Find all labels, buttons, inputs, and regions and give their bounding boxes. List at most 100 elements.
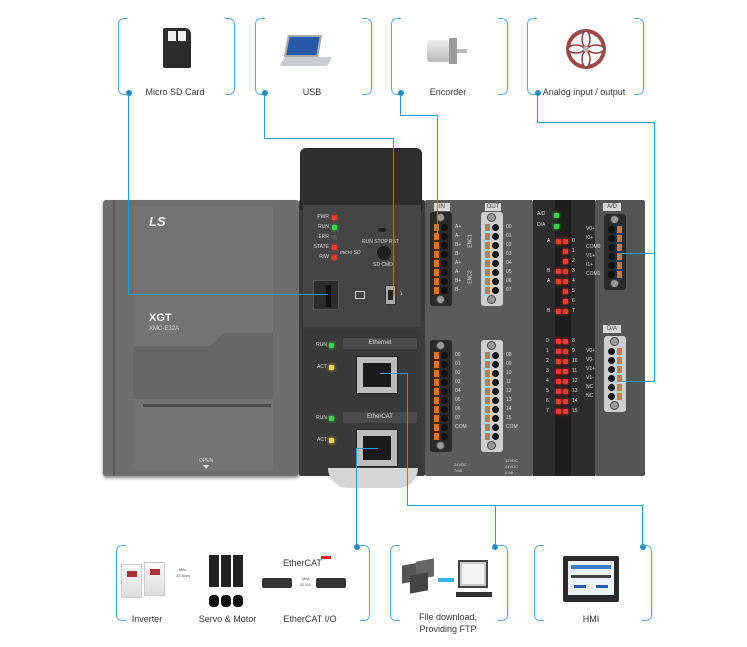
terminal-hole	[441, 370, 448, 377]
terminal-pin[interactable]	[434, 414, 448, 423]
bracket-left	[391, 18, 401, 95]
encoder-led-number: 0	[572, 238, 575, 244]
terminal-pin[interactable]	[608, 234, 622, 243]
terminal-label: 02	[455, 370, 461, 376]
da-terminal	[604, 336, 626, 412]
terminal-pin[interactable]	[434, 286, 448, 295]
terminal-pin[interactable]	[485, 360, 499, 369]
terminal-pin[interactable]	[485, 432, 499, 441]
terminal-lever	[485, 370, 490, 377]
peripheral-label: Servo & Motor	[198, 614, 257, 624]
bracket-left	[255, 18, 265, 95]
terminal-pin[interactable]	[434, 223, 448, 232]
terminal-hole	[492, 251, 499, 258]
terminal-pin[interactable]	[608, 270, 622, 279]
terminal-label: 10	[506, 370, 512, 376]
terminal-pin[interactable]	[434, 360, 448, 369]
terminal-hole	[441, 251, 448, 258]
ethernet-port[interactable]	[356, 356, 398, 394]
terminal-pin[interactable]	[608, 365, 622, 374]
terminal-pin[interactable]	[434, 250, 448, 259]
encoder-led	[563, 309, 568, 314]
terminal-pin[interactable]	[485, 369, 499, 378]
terminal-label: 07	[455, 415, 461, 421]
terminal-pin[interactable]	[434, 432, 448, 441]
terminal-pin[interactable]	[434, 423, 448, 432]
network-led	[329, 343, 334, 348]
terminal-pin[interactable]	[434, 387, 448, 396]
encoder-led	[556, 269, 561, 274]
run-stop-switch[interactable]	[378, 228, 386, 232]
terminal-pin[interactable]	[608, 252, 622, 261]
analog-terminal-label: COM1	[586, 271, 601, 277]
open-label[interactable]: OPEN	[199, 458, 214, 464]
terminal-pin[interactable]	[485, 223, 499, 232]
series-label: XGT	[149, 312, 172, 324]
terminal-label: A-	[455, 233, 460, 239]
terminal-pin[interactable]	[608, 225, 622, 234]
terminal-pin[interactable]	[608, 261, 622, 270]
terminal-hole	[492, 224, 499, 231]
terminal-pin[interactable]	[434, 232, 448, 241]
terminal-pin[interactable]	[434, 351, 448, 360]
terminal-pin[interactable]	[485, 396, 499, 405]
terminal-pin[interactable]	[434, 277, 448, 286]
terminal-pin[interactable]	[485, 405, 499, 414]
terminal-pin[interactable]	[485, 414, 499, 423]
terminal-label: 02	[506, 242, 512, 248]
terminal-pin[interactable]	[485, 277, 499, 286]
terminal-pin[interactable]	[485, 423, 499, 432]
terminal-pin[interactable]	[485, 378, 499, 387]
ethercat-logo-arrow-icon	[321, 556, 331, 559]
terminal-pin[interactable]	[608, 383, 622, 392]
terminal-pin[interactable]	[485, 387, 499, 396]
terminal-lever	[434, 406, 439, 413]
peripheral-label: File download,	[418, 612, 478, 622]
terminal-lever	[434, 424, 439, 431]
terminal-pin[interactable]	[608, 347, 622, 356]
terminal-pin[interactable]	[608, 392, 622, 401]
encoder-led	[563, 249, 568, 254]
network-led	[329, 365, 334, 370]
terminal-pin[interactable]	[485, 232, 499, 241]
connector-dot	[126, 90, 132, 96]
terminal-pin[interactable]	[434, 405, 448, 414]
terminal-pin[interactable]	[434, 268, 448, 277]
terminal-pin[interactable]	[434, 259, 448, 268]
terminal-label: 01	[506, 233, 512, 239]
peripheral-label: Inverter	[131, 614, 163, 624]
terminal-pin[interactable]	[434, 396, 448, 405]
peripheral-label: HMI	[582, 614, 600, 624]
analog-terminal-label: V0+	[586, 348, 596, 354]
io-led	[556, 339, 561, 344]
sd-cmd-button[interactable]	[377, 246, 391, 260]
micro-sd-slot[interactable]	[313, 280, 339, 310]
terminal-pin[interactable]	[485, 286, 499, 295]
terminal-hole	[441, 233, 448, 240]
terminal-pin[interactable]	[434, 369, 448, 378]
terminal-pin[interactable]	[485, 259, 499, 268]
terminal-label: 04	[455, 388, 461, 394]
terminal-pin[interactable]	[434, 378, 448, 387]
terminal-pin[interactable]	[485, 241, 499, 250]
bracket-left	[116, 545, 126, 621]
terminal-lever	[485, 397, 490, 404]
terminal-pin[interactable]	[608, 356, 622, 365]
encoder-motor-icon	[427, 36, 467, 66]
terminal-lever	[434, 370, 439, 377]
in-rating-note: 24VDC	[454, 462, 467, 467]
terminal-pin[interactable]	[485, 351, 499, 360]
terminal-lever	[485, 361, 490, 368]
cpu-top-flap[interactable]	[300, 148, 422, 210]
terminal-label: 01	[455, 361, 461, 367]
terminal-pin[interactable]	[485, 250, 499, 259]
terminal-pin[interactable]	[608, 243, 622, 252]
io-led-input-number: 5	[546, 388, 549, 394]
terminal-pin[interactable]	[485, 268, 499, 277]
io-led	[563, 389, 568, 394]
usb-port[interactable]	[385, 285, 396, 305]
terminal-hole	[492, 278, 499, 285]
terminal-pin[interactable]	[434, 241, 448, 250]
terminal-pin[interactable]	[608, 374, 622, 383]
encoder-led-number: 2	[572, 258, 575, 264]
